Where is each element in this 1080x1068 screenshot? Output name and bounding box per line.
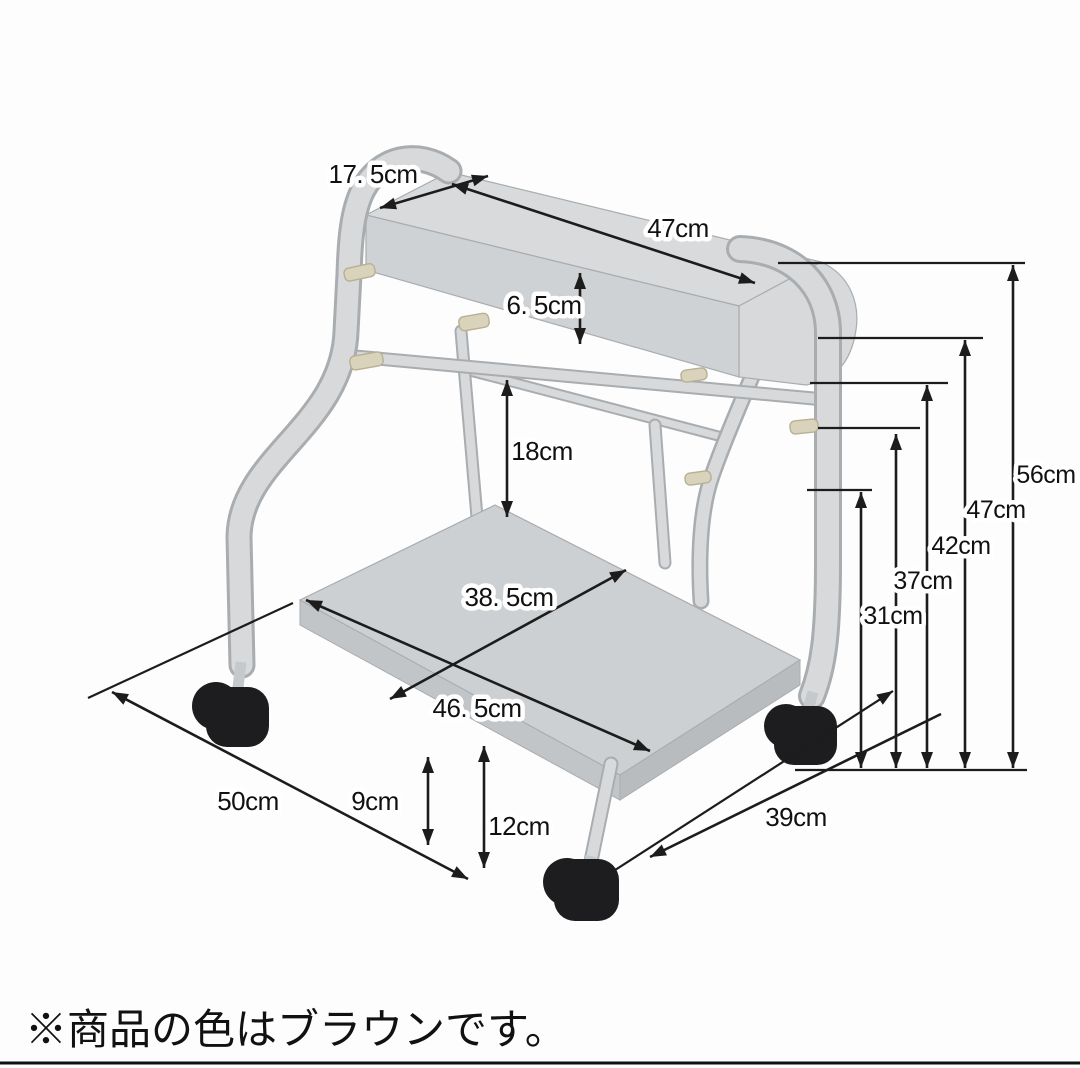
- reference-lines: [87, 261, 1027, 873]
- peg-right-lower: [684, 470, 712, 486]
- cart-illustration: [192, 145, 858, 921]
- dimension-labels: 17. 5cm 47cm 6. 5cm 18cm 38. 5cm 46. 5cm…: [213, 155, 1080, 846]
- dim-label-clearance-front: 12cm: [488, 811, 550, 841]
- dim-label-floor-width: 39cm: [765, 802, 827, 832]
- dim-arrow-bottom-shelf-width: [305, 598, 651, 753]
- dim-label-bottom-shelf-width: 46. 5cm: [433, 693, 522, 723]
- dimension-arrows: [111, 174, 1019, 881]
- dim-label-rail-to-shelf: 18cm: [511, 436, 573, 466]
- dim-label-clearance-inner: 9cm: [351, 786, 399, 816]
- peg-left-upper: [343, 263, 376, 282]
- upper-rail-fill: [345, 351, 824, 404]
- dim-label-floor-depth: 50cm: [217, 786, 279, 816]
- dim-label-top-shelf-thickness: 6. 5cm: [506, 290, 581, 320]
- extension-line-floor-left: [87, 602, 294, 699]
- right-frame-tube-fill: [729, 238, 839, 707]
- peg-left-lower: [349, 351, 384, 371]
- dim-label-height-37: 37cm: [893, 567, 952, 595]
- dim-label-height-47: 47cm: [966, 496, 1025, 524]
- bottom-shelf-front-right-face: [619, 659, 801, 801]
- dim-arrow-top-shelf-width: [451, 182, 756, 285]
- caster-front-left: [192, 682, 269, 747]
- peg-middle: [458, 312, 490, 332]
- left-frame-tube-fill: [228, 148, 460, 676]
- peg-right-upper: [789, 418, 819, 435]
- color-note-text: ※商品の色はブラウンです。: [25, 1006, 567, 1053]
- bottom-shelf-top-face: [298, 504, 802, 776]
- dim-label-height-42: 42cm: [931, 532, 990, 560]
- dim-label-bottom-shelf-depth: 38. 5cm: [465, 582, 554, 612]
- floor-right-edge-line: [611, 690, 894, 873]
- dim-label-top-shelf-depth: 17. 5cm: [329, 159, 418, 189]
- dim-label-top-shelf-width: 47cm: [647, 213, 709, 243]
- dim-label-height-total: 56cm: [1016, 461, 1075, 489]
- dim-arrow-floor-depth: [111, 690, 469, 881]
- peg-under-shelf: [680, 367, 708, 383]
- support-post-right-fill: [650, 420, 670, 568]
- front-leg-tube-fill: [585, 758, 617, 867]
- dim-arrow-top-shelf-depth: [379, 174, 489, 210]
- caster-right: [764, 704, 837, 765]
- caster-front: [543, 858, 619, 921]
- dim-label-height-31: 31cm: [863, 602, 922, 630]
